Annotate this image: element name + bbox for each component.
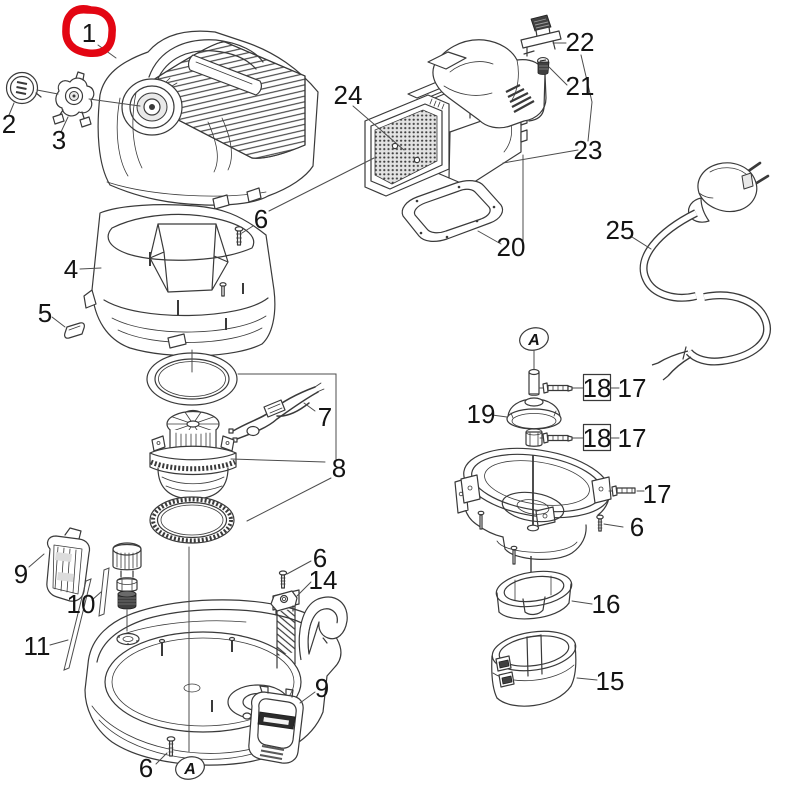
motor-drawing bbox=[149, 409, 237, 500]
part-label-9-left[interactable]: 9 bbox=[14, 559, 28, 589]
part-label-15[interactable]: 15 bbox=[596, 666, 625, 696]
float-pin-drawing bbox=[528, 368, 540, 396]
part-label-19[interactable]: 19 bbox=[467, 399, 496, 429]
marker-a-bottom: A bbox=[175, 756, 205, 780]
float-19-drawing bbox=[506, 397, 562, 430]
part-label-17-c[interactable]: 17 bbox=[643, 479, 672, 509]
screw-17-c-drawing bbox=[611, 485, 636, 497]
part-label-4[interactable]: 4 bbox=[64, 254, 78, 284]
seal-ring-bottom-drawing bbox=[149, 496, 235, 544]
head-cover-drawing bbox=[97, 30, 319, 210]
container-bottom-drawing bbox=[84, 589, 348, 766]
part-label-6-bottom[interactable]: 6 bbox=[139, 753, 153, 783]
filter-cover-drawing bbox=[427, 39, 547, 129]
float-nut-drawing bbox=[525, 428, 543, 447]
cable-harness-drawing bbox=[228, 382, 325, 443]
float-cage-drawing bbox=[495, 556, 573, 620]
screw-17-b-drawing bbox=[542, 432, 573, 444]
part-label-18-a[interactable]: 18 bbox=[583, 373, 612, 403]
switch-knob-drawing bbox=[5, 71, 42, 105]
screw-6-top-drawing bbox=[234, 226, 244, 246]
turbine-housing-drawing bbox=[83, 204, 276, 357]
label-18-a-box bbox=[582, 373, 612, 402]
leader-lines bbox=[8, 42, 652, 765]
part-label-23[interactable]: 23 bbox=[574, 135, 603, 165]
part-label-9-front[interactable]: 9 bbox=[315, 673, 329, 703]
drain-plug-drawing bbox=[112, 542, 142, 610]
part-label-8[interactable]: 8 bbox=[332, 453, 346, 483]
part-label-7[interactable]: 7 bbox=[318, 402, 332, 432]
label-18-b-box bbox=[582, 423, 612, 452]
switch-drawing bbox=[52, 71, 95, 128]
screw-6-mid-drawing bbox=[278, 570, 288, 589]
clamp-14-drawing bbox=[270, 590, 298, 616]
part-label-2[interactable]: 2 bbox=[2, 109, 16, 139]
part-label-10[interactable]: 10 bbox=[67, 589, 96, 619]
marker-a-top-label: A bbox=[527, 332, 540, 349]
power-cord-drawing bbox=[639, 161, 772, 381]
screw-6-right-drawing bbox=[596, 514, 604, 532]
part-label-18-b[interactable]: 18 bbox=[583, 423, 612, 453]
float-chamber-drawing bbox=[454, 447, 612, 565]
marker-a-bottom-label: A bbox=[183, 761, 196, 778]
part-label-6-mid[interactable]: 6 bbox=[313, 543, 327, 573]
part-label-17-a[interactable]: 17 bbox=[618, 373, 647, 403]
part-label-22[interactable]: 22 bbox=[566, 27, 595, 57]
part-label-20[interactable]: 20 bbox=[497, 232, 526, 262]
latch-front-drawing bbox=[242, 685, 304, 764]
callout-labels: 1 2 3 4 5 6 24 22 21 23 20 25 7 8 19 18 … bbox=[2, 18, 672, 783]
part-label-25[interactable]: 25 bbox=[606, 215, 635, 245]
cover-latch-22-drawing bbox=[520, 14, 562, 57]
latch-left-drawing bbox=[46, 527, 91, 602]
filter-gasket-drawing bbox=[401, 180, 504, 242]
selected-part-highlight bbox=[62, 5, 116, 58]
part-label-1[interactable]: 1 bbox=[82, 18, 96, 48]
screw-17-a-drawing bbox=[542, 382, 573, 394]
part-label-5[interactable]: 5 bbox=[38, 298, 52, 328]
part-label-6-top[interactable]: 6 bbox=[254, 204, 268, 234]
part-label-14[interactable]: 14 bbox=[309, 565, 338, 595]
part-label-11[interactable]: 11 bbox=[24, 631, 51, 661]
part-label-3[interactable]: 3 bbox=[52, 125, 66, 155]
clip-5-drawing bbox=[64, 322, 85, 339]
part-label-16[interactable]: 16 bbox=[592, 589, 621, 619]
part-label-6-right[interactable]: 6 bbox=[630, 512, 644, 542]
screw-6-bottom-drawing bbox=[166, 736, 176, 757]
flat-filter-drawing bbox=[364, 94, 450, 197]
cover-screw-21-drawing bbox=[537, 57, 550, 75]
float-basket-drawing bbox=[491, 630, 577, 707]
marker-a-top: A bbox=[519, 327, 549, 351]
part-label-24[interactable]: 24 bbox=[334, 80, 363, 110]
part-label-17-b[interactable]: 17 bbox=[618, 423, 647, 453]
part-label-21[interactable]: 21 bbox=[566, 71, 595, 101]
